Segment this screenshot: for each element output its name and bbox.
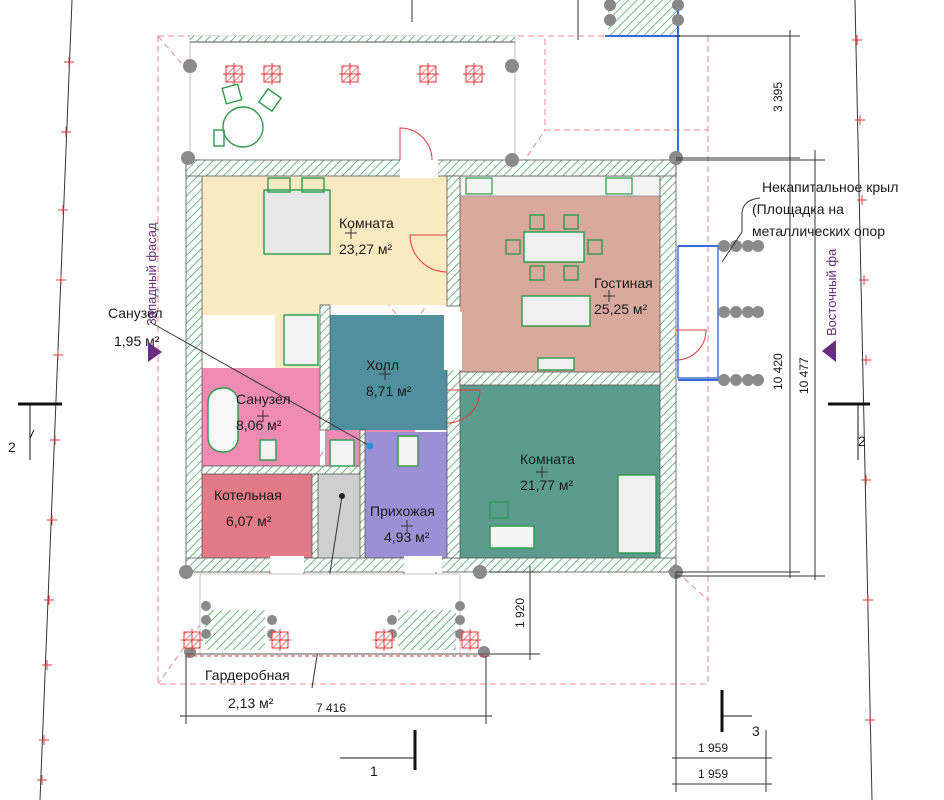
room-boiler-area: 6,07 м² bbox=[226, 513, 272, 529]
site-boundary-lines bbox=[39, 0, 873, 800]
kitchen-counter bbox=[459, 175, 661, 197]
room-entry-area: 4,93 м² bbox=[384, 529, 430, 545]
room-labels: Комната 23,27 м² Гостиная 25,25 м² Холл … bbox=[214, 215, 653, 545]
bathtub bbox=[207, 387, 239, 453]
room-living-area: 25,25 м² bbox=[594, 301, 648, 317]
dim-right-segment-b: 1 959 bbox=[698, 767, 728, 781]
canopy-callout-line1: Некапитальное крыл bbox=[762, 179, 898, 195]
room-crosses bbox=[257, 227, 615, 532]
dim-total-width: 7 416 bbox=[316, 701, 346, 715]
facade-west: Западный фасад bbox=[144, 222, 159, 326]
top-reference-lines bbox=[411, 0, 579, 40]
dim-height-outer: 10 477 bbox=[797, 357, 811, 394]
section-labels: 2 2 1 3 bbox=[8, 433, 866, 779]
dim-terrace-depth: 3 395 bbox=[771, 82, 785, 112]
furniture bbox=[207, 177, 657, 554]
canopy-callout-line3: металлических опор bbox=[752, 223, 885, 239]
room-bath-area: 8,06 м² bbox=[236, 417, 282, 433]
section-marks bbox=[18, 402, 870, 770]
room-living-fill bbox=[460, 196, 660, 372]
canopy-callout-line2: (Площадка на bbox=[752, 201, 844, 217]
bed-2 bbox=[617, 474, 657, 554]
wc-callout-name: Санузел bbox=[108, 305, 163, 321]
room-living-name: Гостиная bbox=[594, 275, 653, 291]
room-bedroom1-fill bbox=[202, 176, 447, 368]
facade-markers: Западный фасад Восточный фа bbox=[144, 222, 839, 362]
callouts: Санузел 1,95 м² Гардеробная 2,13 м² Нека… bbox=[108, 179, 898, 711]
dimension-lines bbox=[180, 30, 825, 792]
desk bbox=[489, 525, 535, 549]
section-right-bottom-label: 3 bbox=[752, 723, 760, 739]
facade-east: Восточный фа bbox=[824, 248, 839, 336]
room-bath-name: Санузел bbox=[236, 391, 291, 407]
room-hall-fill bbox=[330, 315, 447, 430]
room-hall-name: Холл bbox=[366, 357, 399, 373]
sofa bbox=[521, 295, 591, 327]
east-steps bbox=[677, 240, 764, 386]
south-porch bbox=[180, 573, 490, 657]
wardrobe-callout-area: 2,13 м² bbox=[228, 695, 274, 711]
north-steps bbox=[604, 0, 684, 158]
room-bedroom1-name: Комната bbox=[339, 215, 394, 231]
facade-west-arrow bbox=[148, 342, 162, 362]
dim-porch-depth: 1 920 bbox=[513, 598, 527, 628]
dimension-values: 3 395 10 420 10 477 1 920 7 416 1 959 1 … bbox=[316, 82, 811, 781]
section-right-label: 2 bbox=[858, 433, 866, 449]
section-bottom-label: 1 bbox=[370, 763, 378, 779]
facade-east-arrow bbox=[822, 340, 836, 362]
room-bedroom1-area: 23,27 м² bbox=[339, 241, 393, 257]
room-hall-area: 8,71 м² bbox=[366, 383, 412, 399]
room-boiler-fill bbox=[202, 474, 312, 558]
room-boiler-name: Котельная bbox=[214, 487, 282, 503]
wardrobe-callout-name: Гардеробная bbox=[205, 667, 290, 683]
terrace-furniture bbox=[213, 83, 283, 148]
bed-1 bbox=[263, 189, 331, 255]
dim-right-segment-a: 1 959 bbox=[698, 741, 728, 755]
dining-table bbox=[523, 231, 585, 263]
terrace bbox=[189, 35, 516, 161]
dim-height-inner: 10 420 bbox=[771, 353, 785, 390]
room-bedroom2-name: Комната bbox=[520, 451, 575, 467]
section-left-label: 2 bbox=[8, 439, 16, 455]
room-bedroom2-area: 21,77 м² bbox=[520, 477, 574, 493]
door-openings bbox=[270, 158, 462, 574]
room-entry-name: Прихожая bbox=[370, 503, 435, 519]
